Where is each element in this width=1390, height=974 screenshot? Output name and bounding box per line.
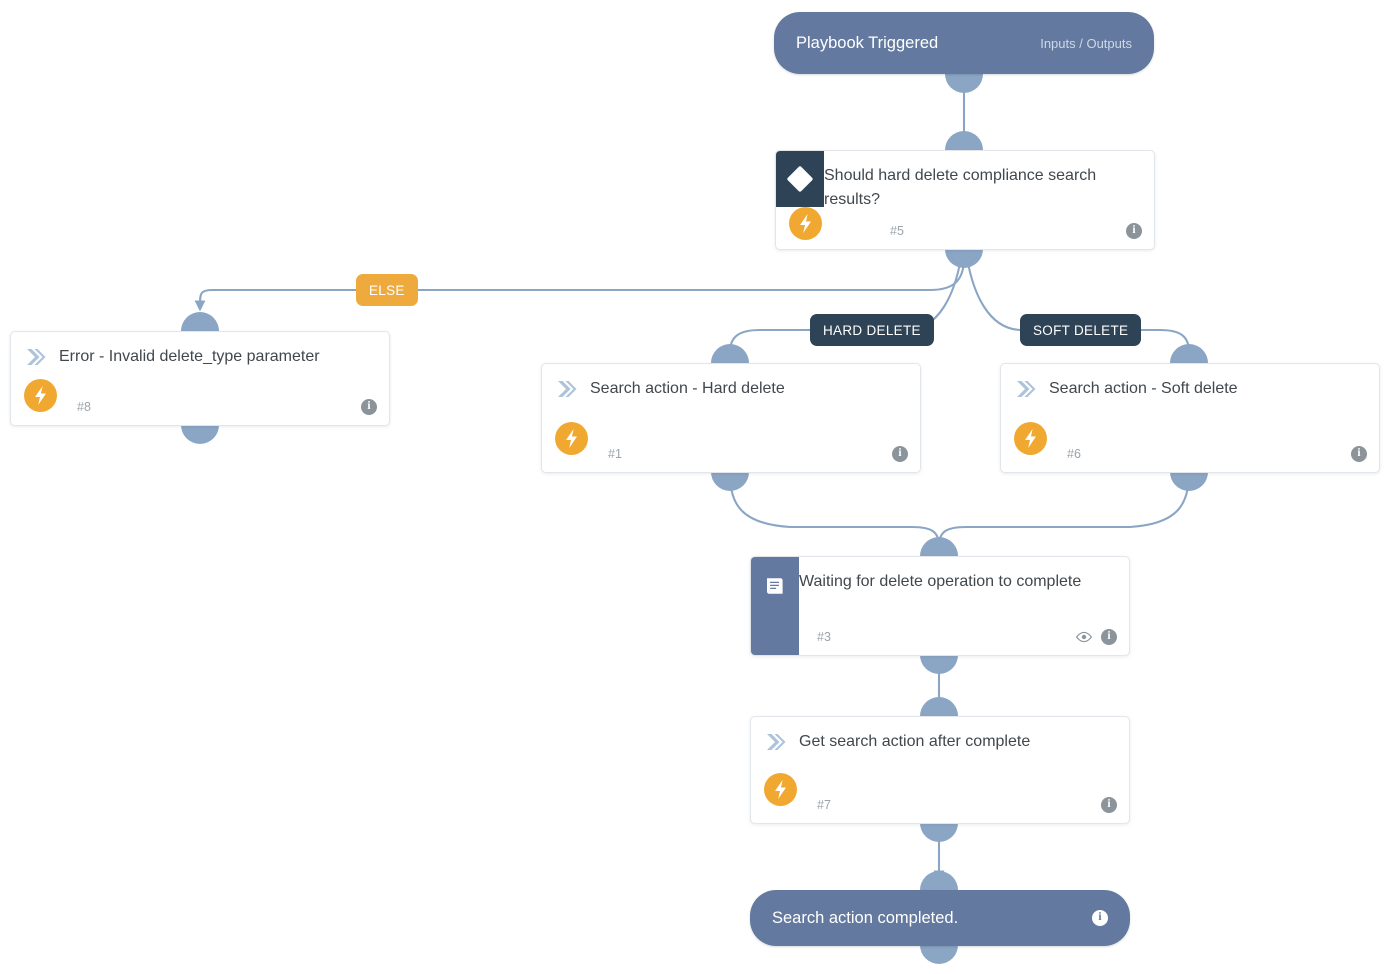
node-ref: #8	[77, 400, 91, 414]
chevron-right-icon	[1017, 381, 1036, 397]
decision-gutter	[776, 151, 824, 207]
node-icon-row: i	[892, 446, 908, 462]
node-search-action-hard-delete[interactable]: Search action - Hard delete #1 i	[541, 363, 921, 473]
bolt-icon[interactable]	[555, 422, 588, 455]
dock-get-search-in[interactable]	[920, 697, 958, 716]
node-playbook-triggered[interactable]: Playbook Triggered Inputs / Outputs	[774, 12, 1154, 74]
node-title: Search action - Soft delete	[1049, 380, 1238, 397]
dock-completed-in[interactable]	[920, 871, 958, 890]
node-ref: #1	[608, 447, 622, 461]
chevron-right-icon	[767, 734, 786, 750]
dock-waiting-out[interactable]	[920, 655, 958, 674]
dock-soft-delete-in[interactable]	[1170, 344, 1208, 363]
node-icon-row: i	[1126, 223, 1142, 239]
edge-label-hard-delete[interactable]: HARD DELETE	[810, 314, 934, 346]
dock-decision-out[interactable]	[945, 249, 983, 268]
node-ref: #3	[817, 630, 831, 644]
edge-label-soft-delete[interactable]: SOFT DELETE	[1020, 314, 1142, 346]
info-icon[interactable]: i	[1092, 910, 1108, 926]
inputs-outputs-label[interactable]: Inputs / Outputs	[1040, 35, 1132, 51]
action-gutter	[11, 332, 59, 425]
eye-icon[interactable]	[1075, 631, 1093, 643]
node-title: Error - Invalid delete_type parameter	[59, 348, 320, 365]
dock-waiting-in[interactable]	[920, 537, 958, 556]
node-icon-row: i	[1101, 797, 1117, 813]
node-search-action-soft-delete[interactable]: Search action - Soft delete #6 i	[1000, 363, 1380, 473]
edge-soft-delete-to-waiting	[933, 472, 1191, 552]
edge-label-else[interactable]: ELSE	[356, 274, 418, 306]
book-icon	[767, 578, 783, 594]
node-ref: #6	[1067, 447, 1081, 461]
bolt-icon[interactable]	[789, 207, 822, 240]
dock-error-out[interactable]	[181, 425, 219, 444]
dock-trigger-out[interactable]	[945, 74, 983, 93]
node-waiting-for-delete-operation[interactable]: Waiting for delete operation to complete…	[750, 556, 1130, 656]
node-ref: #5	[890, 224, 904, 238]
node-title: Get search action after complete	[799, 733, 1031, 750]
node-title: Search action completed.	[772, 908, 959, 927]
dock-hard-delete-in[interactable]	[711, 344, 749, 363]
edge-hard-delete-to-waiting	[728, 472, 945, 552]
bolt-icon[interactable]	[1014, 422, 1047, 455]
dock-soft-delete-out[interactable]	[1170, 472, 1208, 491]
dock-error-in[interactable]	[181, 312, 219, 331]
node-should-hard-delete[interactable]: Should hard delete compliance search res…	[775, 150, 1155, 250]
node-search-action-completed[interactable]: Search action completed. i	[750, 890, 1130, 946]
action-gutter	[751, 717, 799, 823]
edge-decision-to-error	[194, 257, 966, 312]
node-icon-row: i	[1351, 446, 1367, 462]
info-icon[interactable]: i	[1101, 797, 1117, 813]
bolt-icon[interactable]	[24, 379, 57, 412]
chevron-right-icon	[558, 381, 577, 397]
diamond-icon	[786, 165, 814, 193]
action-gutter	[1001, 364, 1049, 472]
node-error-invalid-delete-type[interactable]: Error - Invalid delete_type parameter #8…	[10, 331, 390, 426]
info-icon[interactable]: i	[1126, 223, 1142, 239]
info-icon[interactable]: i	[892, 446, 908, 462]
node-get-search-action-after-complete[interactable]: Get search action after complete #7 i	[750, 716, 1130, 824]
action-gutter	[542, 364, 590, 472]
note-gutter	[751, 557, 799, 655]
node-icon-row: i	[1092, 910, 1108, 926]
dock-decision-in[interactable]	[945, 131, 983, 150]
node-icon-row: i	[1075, 629, 1117, 645]
node-title: Waiting for delete operation to complete	[799, 573, 1082, 590]
chevron-right-icon	[27, 349, 46, 365]
node-ref: #7	[817, 798, 831, 812]
info-icon[interactable]: i	[1351, 446, 1367, 462]
dock-get-search-out[interactable]	[920, 823, 958, 842]
node-icon-row: i	[361, 399, 377, 415]
info-icon[interactable]: i	[1101, 629, 1117, 645]
dock-hard-delete-out[interactable]	[711, 472, 749, 491]
info-icon[interactable]: i	[361, 399, 377, 415]
node-title: Should hard delete compliance search res…	[824, 167, 1097, 209]
dock-completed-out[interactable]	[920, 945, 958, 964]
node-title: Search action - Hard delete	[590, 380, 785, 397]
bolt-icon[interactable]	[764, 773, 797, 806]
node-title: Playbook Triggered	[796, 33, 939, 52]
